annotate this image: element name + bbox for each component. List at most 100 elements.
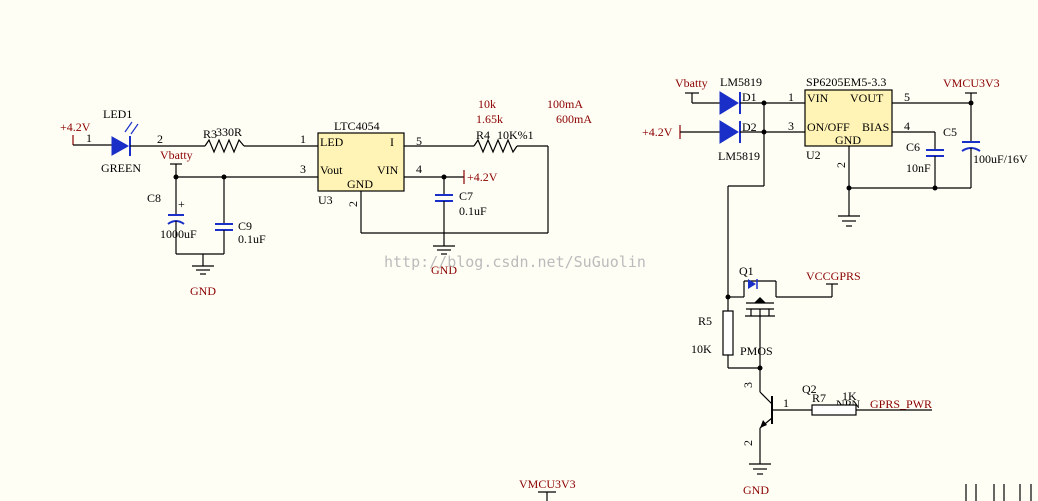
diode-icon	[719, 91, 739, 115]
net-label-gnd-left: GND	[190, 284, 216, 298]
pin-number: 1	[788, 90, 794, 104]
sp6205-chip: SP6205EM5-3.3 VIN VOUT ON/OFF BIAS GND U…	[804, 75, 910, 168]
r5-value: 10K	[691, 342, 712, 356]
pin-number: 1	[300, 132, 306, 146]
c6-ref: C6	[906, 140, 920, 154]
vin-net: +4.2V	[404, 170, 498, 184]
r7-ref: R7	[812, 391, 826, 405]
r4-note-600ma: 600mA	[556, 112, 592, 126]
vmcu-bottom: VMCU3V3	[519, 477, 576, 501]
pin-number: 2	[741, 440, 755, 446]
led1-section: +4.2V 1 LED1 GREEN 2	[60, 107, 205, 175]
c7-capacitor: C7 0.1uF	[435, 177, 487, 233]
r3-resistor: R3 330R 1	[203, 125, 318, 154]
r7-value: 1K	[842, 389, 857, 403]
net-label-4v2-left: +4.2V	[60, 120, 91, 134]
net-label-vbatty-left: Vbatty	[160, 148, 193, 162]
net-label-vmcu-top: VMCU3V3	[943, 76, 1000, 90]
d1-part: LM5819	[720, 75, 762, 89]
u3-pin-vout: Vout	[320, 163, 343, 177]
pin-number: 1	[86, 131, 92, 145]
c5-ref: C5	[943, 125, 957, 139]
q2-ref: Q2	[802, 382, 817, 396]
net-label-vbatty-right: Vbatty	[675, 76, 708, 90]
u3-ref: U3	[318, 193, 333, 207]
r3-value: 330R	[216, 125, 242, 139]
d2-ref: D2	[742, 120, 757, 134]
c7-value: 0.1uF	[459, 204, 487, 218]
c5-value: 100uF/16V	[973, 152, 1028, 166]
r4-resistor: R4 10K%1 10k 1.65k 100mA 600mA	[404, 97, 592, 233]
r4-note-165k: 1.65k	[476, 112, 503, 126]
pin-number: 3	[300, 162, 306, 176]
d1-diode: LM5819 D1 1	[719, 75, 805, 115]
vbatty-right: Vbatty	[675, 76, 720, 104]
c9-ref: C9	[238, 219, 252, 233]
c5-capacitor: C5 100uF/16V	[943, 103, 1028, 188]
led1-value: GREEN	[101, 161, 141, 175]
u2-pin-onoff: ON/OFF	[807, 120, 850, 134]
edge-fragments	[965, 484, 1032, 501]
net-label-4v2-right: +4.2V	[642, 125, 673, 139]
led-icon	[111, 136, 130, 156]
d1-ref: D1	[742, 90, 757, 104]
c8-capacitor: + C8 1000uF	[147, 177, 197, 254]
net-label-4v2-mid: +4.2V	[467, 170, 498, 184]
pin-number: 2	[157, 132, 163, 146]
r4-value: 10K%1	[497, 128, 534, 142]
diode-icon	[748, 279, 756, 289]
r4-note-100ma: 100mA	[547, 97, 583, 111]
pin-number: 1	[783, 396, 789, 410]
c8-ref: C8	[147, 191, 161, 205]
q1-ref: Q1	[739, 264, 754, 278]
u3-pin-gnd: GND	[347, 177, 373, 191]
pin-number: 5	[904, 90, 910, 104]
watermark: http://blog.csdn.net/SuGuolin	[384, 253, 646, 271]
d2-part: LM5819	[718, 149, 760, 163]
u2-pin-vout: VOUT	[850, 91, 884, 105]
u3-pin-vin: VIN	[377, 163, 399, 177]
pin-number: 2	[346, 201, 360, 207]
net-label-vccgprs: VCCGPRS	[806, 269, 861, 283]
u2-part: SP6205EM5-3.3	[806, 75, 886, 89]
u2-pin-gnd: GND	[835, 133, 861, 147]
gnd-right-top	[838, 146, 971, 227]
q1-type: PMOS	[740, 344, 773, 358]
gnd-left: GND	[176, 253, 224, 298]
u3-pin-led: LED	[320, 135, 344, 149]
ltc4054-chip: LTC4054 LED I Vout VIN GND U3 3 5 4 2	[300, 119, 422, 207]
u3-part: LTC4054	[334, 119, 380, 133]
u3-pin-i: I	[390, 135, 394, 149]
pin-number: 5	[416, 134, 422, 148]
pin-number: 3	[788, 119, 794, 133]
r4-ref: R4	[476, 128, 490, 142]
gnd-mid: GND	[360, 191, 548, 277]
r3-ref: R3	[203, 127, 217, 141]
c7-ref: C7	[459, 189, 473, 203]
pin-number: 2	[834, 162, 848, 168]
vbatty-left: Vbatty	[160, 148, 318, 180]
pin-number: 4	[416, 162, 422, 176]
c9-value: 0.1uF	[238, 232, 266, 246]
pin-number: 4	[904, 119, 910, 133]
net-label-vmcu-bottom: VMCU3V3	[519, 477, 576, 491]
c8-plus: +	[178, 197, 185, 211]
c8-value: 1000uF	[160, 227, 197, 241]
vmcu-out: VMCU3V3	[892, 76, 1000, 106]
net-label-gprs-pwr: GPRS_PWR	[870, 397, 932, 411]
r5-ref: R5	[698, 314, 712, 328]
c9-capacitor: C9 0.1uF	[215, 177, 266, 254]
led1-ref: LED1	[103, 107, 132, 121]
u2-pin-vin: VIN	[807, 91, 829, 105]
net-label-gnd-mid: GND	[431, 263, 457, 277]
d2-diode: +4.2V D2 LM5819 3	[642, 100, 805, 163]
net-label-gnd-bottom: GND	[743, 483, 769, 497]
c6-capacitor: C6 10nF	[892, 131, 944, 188]
c6-value: 10nF	[906, 161, 931, 175]
pin-number: 3	[741, 382, 755, 388]
u2-ref: U2	[806, 148, 821, 162]
r4-note-10k: 10k	[478, 97, 496, 111]
u2-pin-bias: BIAS	[862, 120, 889, 134]
diode-icon	[719, 120, 739, 144]
